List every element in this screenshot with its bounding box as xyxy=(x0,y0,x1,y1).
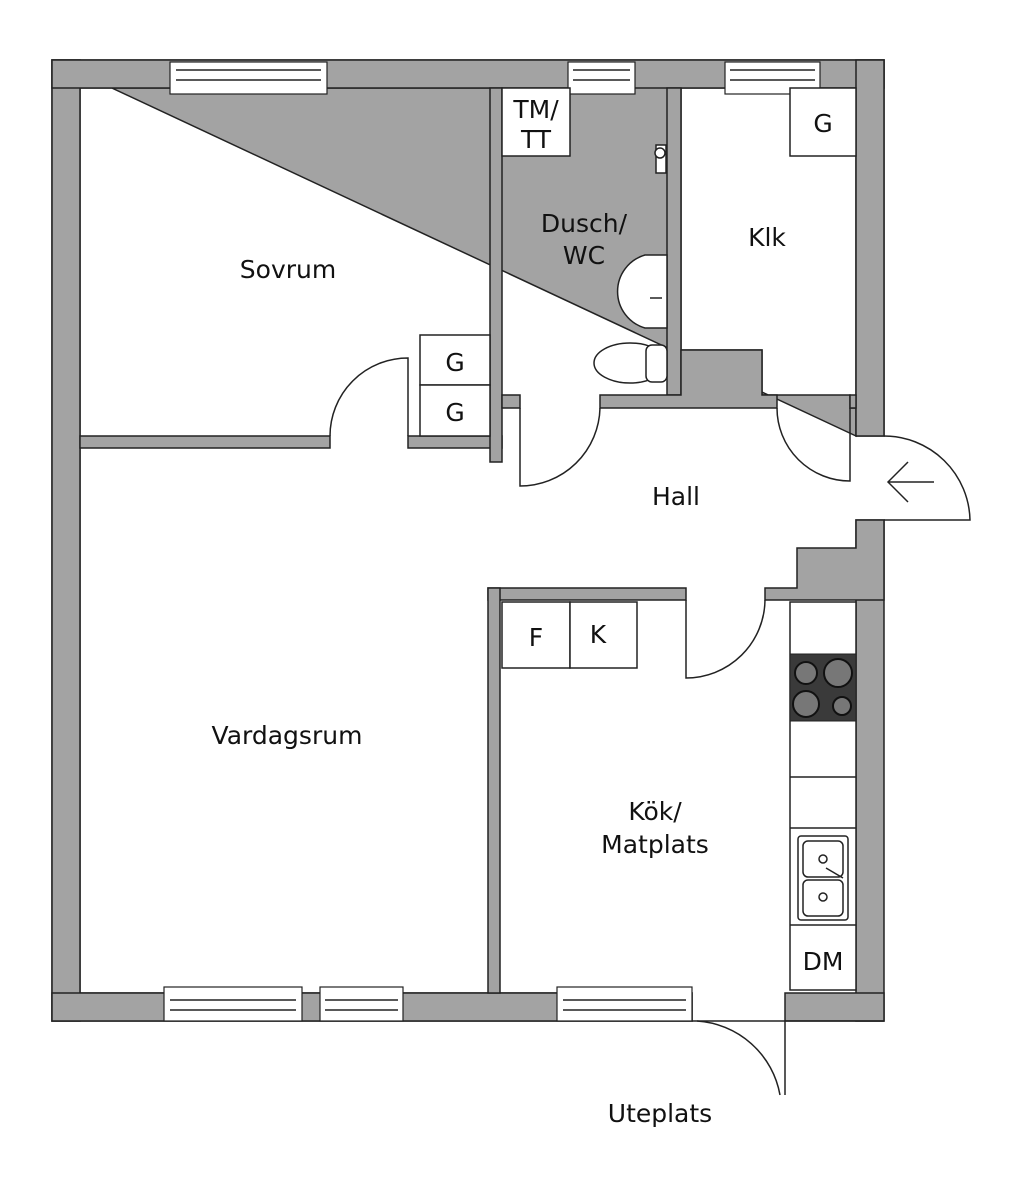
wardrobe-1 xyxy=(419,334,491,386)
room-label-uteplats: Uteplats xyxy=(608,1099,712,1128)
wall-kitchen-top xyxy=(487,587,687,601)
wall-klk-stub xyxy=(849,394,857,409)
fridge xyxy=(501,601,571,669)
wall-sovrum-vardagsrum xyxy=(79,435,331,449)
room-label-matplats: Matplats xyxy=(601,830,709,859)
wall-left xyxy=(51,59,81,1022)
room-label-vardagsrum: Vardagsrum xyxy=(212,721,363,750)
wall-bath-stub xyxy=(501,394,521,409)
fridge-label: F xyxy=(529,623,543,652)
room-label-sovrum: Sovrum xyxy=(240,255,336,284)
freezer xyxy=(569,601,638,669)
entrance-arrow-icon xyxy=(886,461,934,503)
window xyxy=(319,986,404,1022)
wardrobe-2-label: G xyxy=(445,398,464,427)
door-uteplats[interactable] xyxy=(696,1020,786,1096)
washer-label-2: TT xyxy=(520,125,552,154)
wall-bottom-right xyxy=(784,992,885,1022)
wall-hall-top xyxy=(599,349,778,409)
window xyxy=(567,61,636,95)
wall-hall-step xyxy=(764,519,885,601)
wall-bath-klk xyxy=(666,87,682,396)
window xyxy=(163,986,303,1022)
washer-label-1: TM/ xyxy=(512,95,559,124)
door-klk[interactable] xyxy=(776,407,851,482)
stove-icon xyxy=(789,653,857,722)
window xyxy=(169,61,328,95)
washer-dryer xyxy=(501,87,571,157)
shower-icon xyxy=(654,144,667,174)
door-kitchen[interactable] xyxy=(685,599,766,679)
window xyxy=(556,986,693,1022)
sink-icon xyxy=(616,254,668,329)
kitchen-sink-icon xyxy=(797,835,849,921)
wardrobe-klk-label: G xyxy=(813,109,832,138)
door-sovrum[interactable] xyxy=(329,357,409,437)
room-label-dusch: Dusch/ xyxy=(541,209,628,238)
entrance-door[interactable] xyxy=(883,435,971,521)
outer-wall xyxy=(51,59,885,1022)
room-label-klk: Klk xyxy=(748,223,786,252)
dishwasher-label: DM xyxy=(803,947,844,976)
wall-kitchen-left xyxy=(487,587,501,994)
room-label-wc: WC xyxy=(563,241,605,270)
room-label-hall: Hall xyxy=(652,482,700,511)
wall-right-upper xyxy=(855,59,885,437)
wall-right-lower xyxy=(855,519,885,1022)
wardrobe-1-label: G xyxy=(445,348,464,377)
wardrobe-2 xyxy=(419,384,491,437)
door-bathroom[interactable] xyxy=(519,407,601,487)
toilet-icon xyxy=(593,342,668,384)
wall-sovrum-bath xyxy=(489,87,503,463)
wardrobe-klk xyxy=(789,87,857,157)
wall-wardrobe xyxy=(407,435,503,449)
freezer-label: K xyxy=(590,620,607,649)
room-label-kok: Kök/ xyxy=(628,797,682,826)
